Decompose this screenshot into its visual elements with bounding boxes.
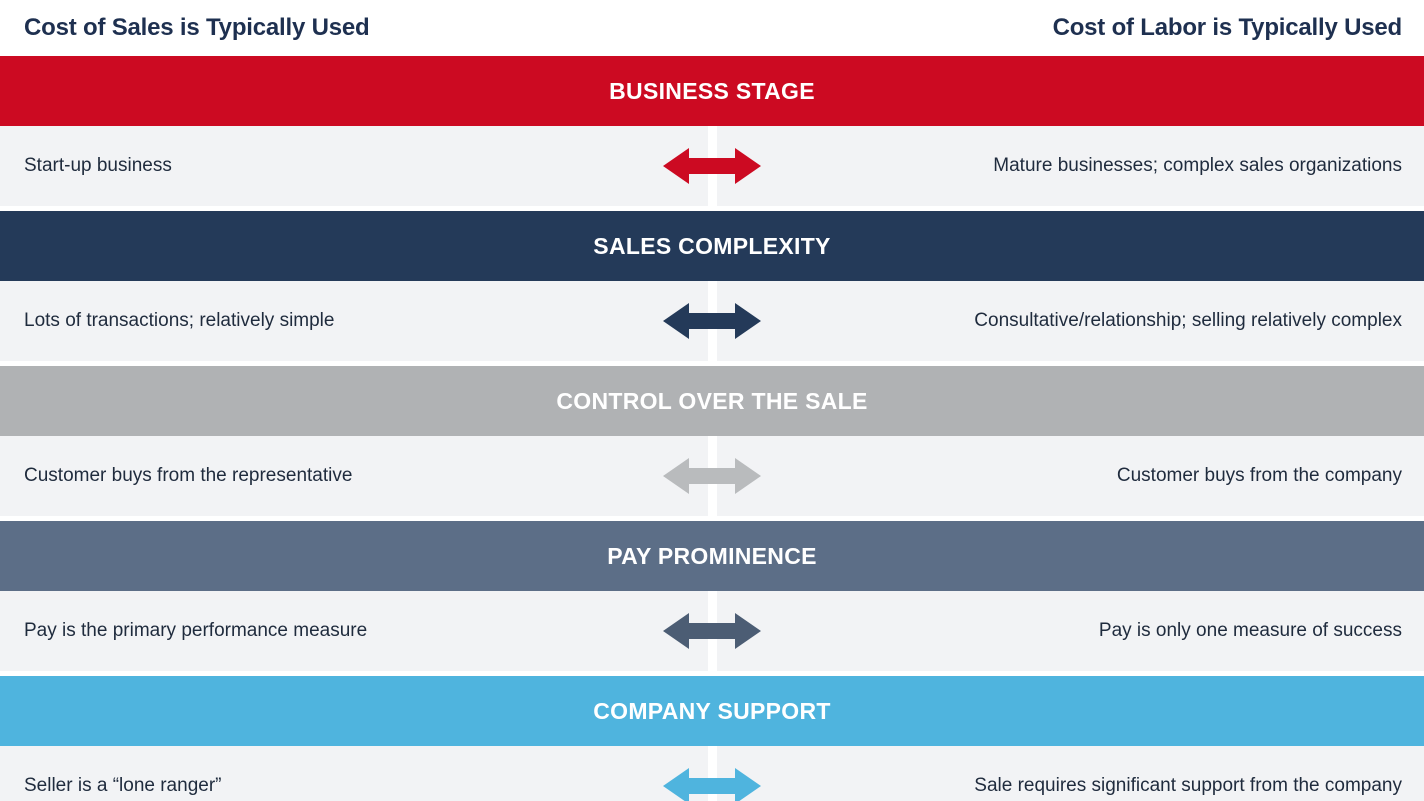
left-value: Customer buys from the representative xyxy=(24,464,353,486)
category-band: COMPANY SUPPORT xyxy=(0,676,1424,746)
chart-header: Cost of Sales is Typically Used Cost of … xyxy=(0,0,1424,56)
row-gap xyxy=(0,516,1424,521)
left-value: Start-up business xyxy=(24,154,172,176)
center-divider xyxy=(708,436,717,516)
comparison-row: Seller is a “lone ranger” Sale requires s… xyxy=(0,746,1424,801)
category-band: BUSINESS STAGE xyxy=(0,56,1424,126)
comparison-row: Pay is the primary performance measure Pa… xyxy=(0,591,1424,671)
row-gap xyxy=(0,206,1424,211)
left-value: Pay is the primary performance measure xyxy=(24,619,368,641)
center-divider xyxy=(708,591,717,671)
center-divider xyxy=(708,746,717,801)
category-band: CONTROL OVER THE SALE xyxy=(0,366,1424,436)
comparison-row: Lots of transactions; relatively simple C… xyxy=(0,281,1424,361)
comparison-row: Customer buys from the representative Cus… xyxy=(0,436,1424,516)
right-value: Pay is only one measure of success xyxy=(1098,619,1402,641)
category-band: PAY PROMINENCE xyxy=(0,521,1424,591)
left-column-title: Cost of Sales is Typically Used xyxy=(24,13,370,41)
category-band-label: CONTROL OVER THE SALE xyxy=(556,387,868,414)
row-gap xyxy=(0,671,1424,676)
category-band-label: SALES COMPLEXITY xyxy=(593,232,831,259)
left-value: Lots of transactions; relatively simple xyxy=(24,309,335,331)
category-band-label: BUSINESS STAGE xyxy=(609,77,815,104)
right-value: Consultative/relationship; selling relat… xyxy=(974,309,1402,331)
row-gap xyxy=(0,361,1424,366)
category-band: SALES COMPLEXITY xyxy=(0,211,1424,281)
right-value: Sale requires significant support from t… xyxy=(974,774,1402,796)
center-divider xyxy=(708,281,717,361)
comparison-rows: BUSINESS STAGE Start-up business Mature bu… xyxy=(0,56,1424,801)
center-divider xyxy=(708,126,717,206)
right-value: Mature businesses; complex sales organiz… xyxy=(993,154,1402,176)
category-band-label: PAY PROMINENCE xyxy=(607,542,817,569)
left-value: Seller is a “lone ranger” xyxy=(24,774,222,796)
category-band-label: COMPANY SUPPORT xyxy=(593,697,831,724)
right-value: Customer buys from the company xyxy=(1116,464,1402,486)
comparison-row: Start-up business Mature businesses; comp… xyxy=(0,126,1424,206)
right-column-title: Cost of Labor is Typically Used xyxy=(1052,13,1403,41)
